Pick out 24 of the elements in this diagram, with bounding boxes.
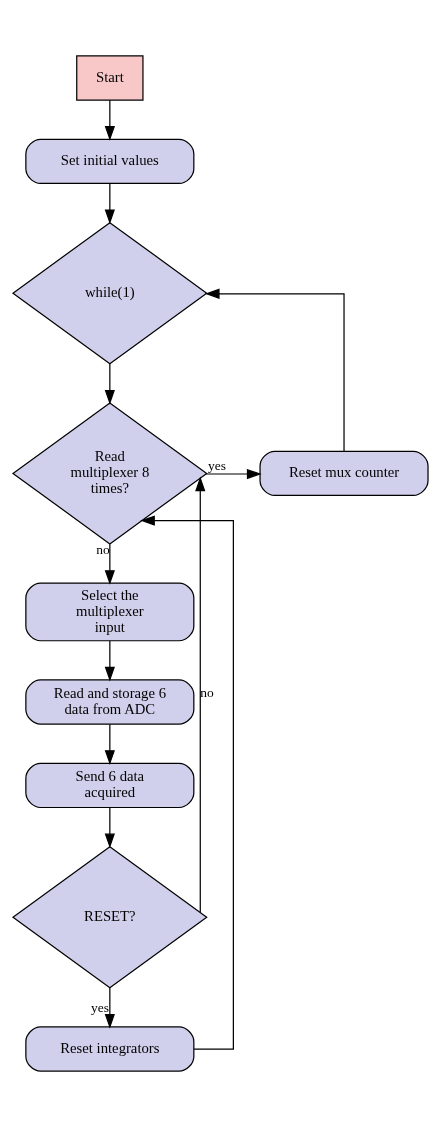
arrow [104, 99, 115, 141]
node-box: Send 6 data acquired [25, 762, 195, 808]
arrow [104, 543, 115, 585]
arrow [104, 986, 115, 1029]
edge-label: yes [91, 999, 110, 1015]
arrow [104, 362, 115, 405]
arrow [104, 806, 115, 848]
arrow [204, 288, 345, 452]
arrow [195, 475, 206, 913]
node-box: Reset mux counter [259, 450, 429, 496]
arrow [205, 468, 262, 479]
node-box: Set initial values [25, 138, 195, 184]
node-box: Read and storage 6 data from ADC [25, 678, 195, 725]
node-diamond: while(1) [11, 221, 208, 364]
arrow [140, 514, 234, 1050]
arrow [104, 182, 115, 224]
node-box: Reset integrators [25, 1025, 195, 1072]
node-box: Select the multiplexer input [25, 582, 195, 641]
arrow [104, 639, 115, 682]
node-diamond: RESET? [11, 845, 208, 988]
edge-label: no [200, 684, 214, 700]
node-box: Start [76, 54, 144, 101]
edge-label: yes [208, 457, 226, 473]
arrow [104, 723, 115, 765]
